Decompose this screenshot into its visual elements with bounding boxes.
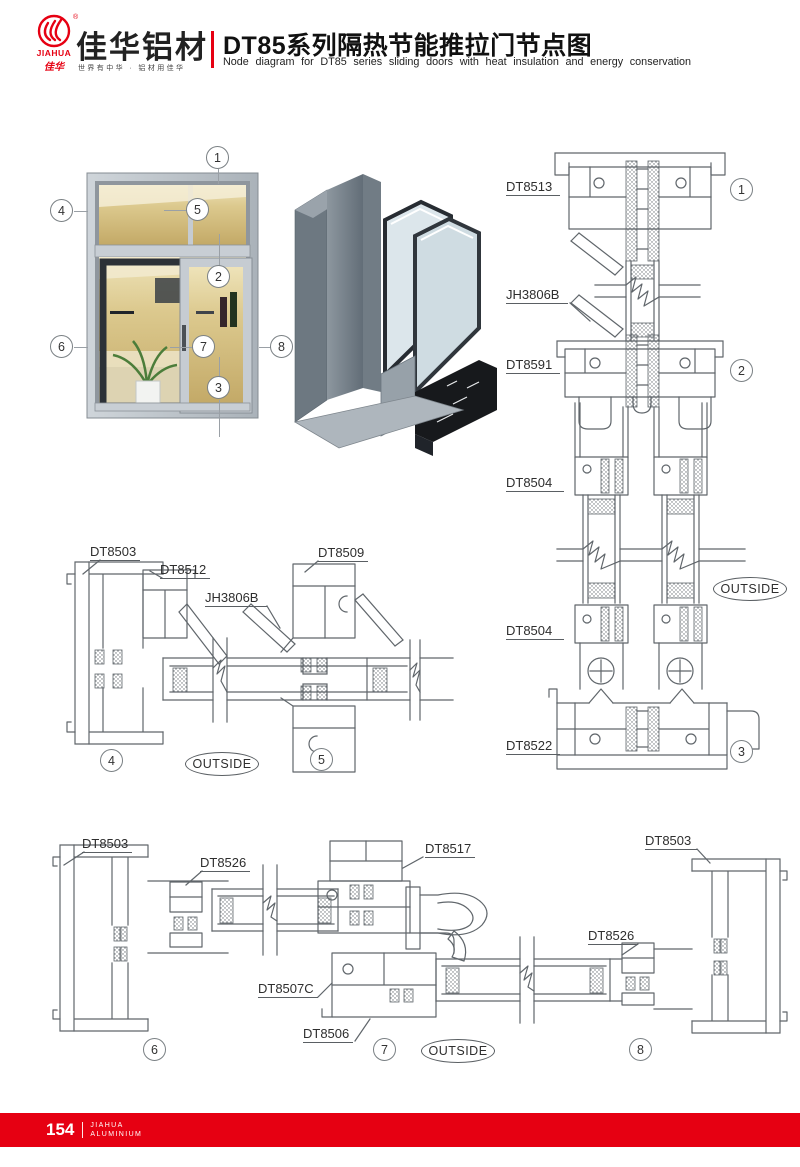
label-dt8503-bottom-left: DT8503 bbox=[82, 836, 132, 853]
callout-5: 5 bbox=[186, 198, 209, 221]
page-subtitle: Node diagram for DT85 series sliding doo… bbox=[223, 56, 691, 68]
callout-3-vertical: 3 bbox=[730, 740, 753, 763]
label-dt8503-bottom-right: DT8503 bbox=[645, 833, 697, 850]
leader-line bbox=[170, 347, 193, 348]
footer-brand-line2: ALUMINIUM bbox=[90, 1131, 143, 1138]
label-dt8513: DT8513 bbox=[506, 179, 560, 196]
callout-3: 3 bbox=[207, 376, 230, 399]
callout-7: 7 bbox=[192, 335, 215, 358]
footer-divider bbox=[82, 1122, 84, 1138]
leader-line bbox=[74, 211, 88, 212]
label-dt8509: DT8509 bbox=[318, 545, 368, 562]
outside-label-bottom: OUTSIDE bbox=[421, 1039, 495, 1063]
callout-1-vertical: 1 bbox=[730, 178, 753, 201]
leader-line bbox=[219, 357, 220, 377]
brand-slogan: 世界有中华 · 铝材用佳华 bbox=[78, 65, 186, 72]
footer-bar: 154 JIAHUA ALUMINIUM bbox=[0, 1113, 800, 1147]
leader-line bbox=[259, 347, 271, 348]
middle-section-drawing bbox=[66, 559, 454, 773]
label-dt8512: DT8512 bbox=[160, 562, 210, 579]
footer-brand: JIAHUA ALUMINIUM bbox=[90, 1121, 142, 1139]
leader-line bbox=[218, 169, 219, 184]
callout-4-middle: 4 bbox=[100, 749, 123, 772]
outside-label-middle: OUTSIDE bbox=[185, 752, 259, 776]
label-dt8504-upper: DT8504 bbox=[506, 475, 564, 492]
outside-label-vertical: OUTSIDE bbox=[713, 577, 787, 601]
window-illustration bbox=[86, 172, 259, 419]
footer-brand-line1: JIAHUA bbox=[90, 1121, 124, 1129]
callout-8: 8 bbox=[270, 335, 293, 358]
label-dt8503-middle: DT8503 bbox=[90, 544, 140, 561]
header-divider bbox=[211, 31, 214, 68]
callout-4: 4 bbox=[50, 199, 73, 222]
callout-8-bottom: 8 bbox=[629, 1038, 652, 1061]
svg-text:®: ® bbox=[73, 13, 79, 21]
leader-line bbox=[164, 210, 187, 211]
vertical-section-drawing bbox=[548, 152, 760, 770]
leader-line bbox=[74, 347, 88, 348]
label-dt8507c: DT8507C bbox=[258, 981, 318, 998]
callout-1: 1 bbox=[206, 146, 229, 169]
callout-6: 6 bbox=[50, 335, 73, 358]
label-dt8526-left: DT8526 bbox=[200, 855, 250, 872]
jiahua-logo-seal-icon: ® bbox=[37, 13, 79, 48]
leader-line bbox=[219, 400, 220, 437]
logo-name-en: JIAHUA bbox=[36, 48, 72, 58]
label-dt8504-lower: DT8504 bbox=[506, 623, 564, 640]
page-number: 154 bbox=[46, 1120, 75, 1139]
bottom-section-drawing bbox=[52, 840, 788, 1042]
label-dt8526-right: DT8526 bbox=[588, 928, 638, 945]
page-title: DT85系列隔热节能推拉门节点图 bbox=[223, 32, 593, 60]
label-dt8517: DT8517 bbox=[425, 841, 475, 858]
callout-2-vertical: 2 bbox=[730, 359, 753, 382]
callout-7-bottom: 7 bbox=[373, 1038, 396, 1061]
logo-name-cn: 佳华 bbox=[44, 62, 64, 73]
label-dt8522: DT8522 bbox=[506, 738, 560, 755]
label-dt8506: DT8506 bbox=[303, 1026, 353, 1043]
label-dt8591: DT8591 bbox=[506, 357, 560, 374]
label-jh3806b-vertical: JH3806B bbox=[506, 287, 568, 304]
brand-name: 佳华铝材 bbox=[76, 30, 208, 65]
callout-5-middle: 5 bbox=[310, 748, 333, 771]
leader-line bbox=[219, 234, 220, 266]
callout-2: 2 bbox=[207, 265, 230, 288]
label-jh3806b-middle: JH3806B bbox=[205, 590, 267, 607]
callout-6-bottom: 6 bbox=[143, 1038, 166, 1061]
profile-3d-render bbox=[293, 174, 497, 456]
